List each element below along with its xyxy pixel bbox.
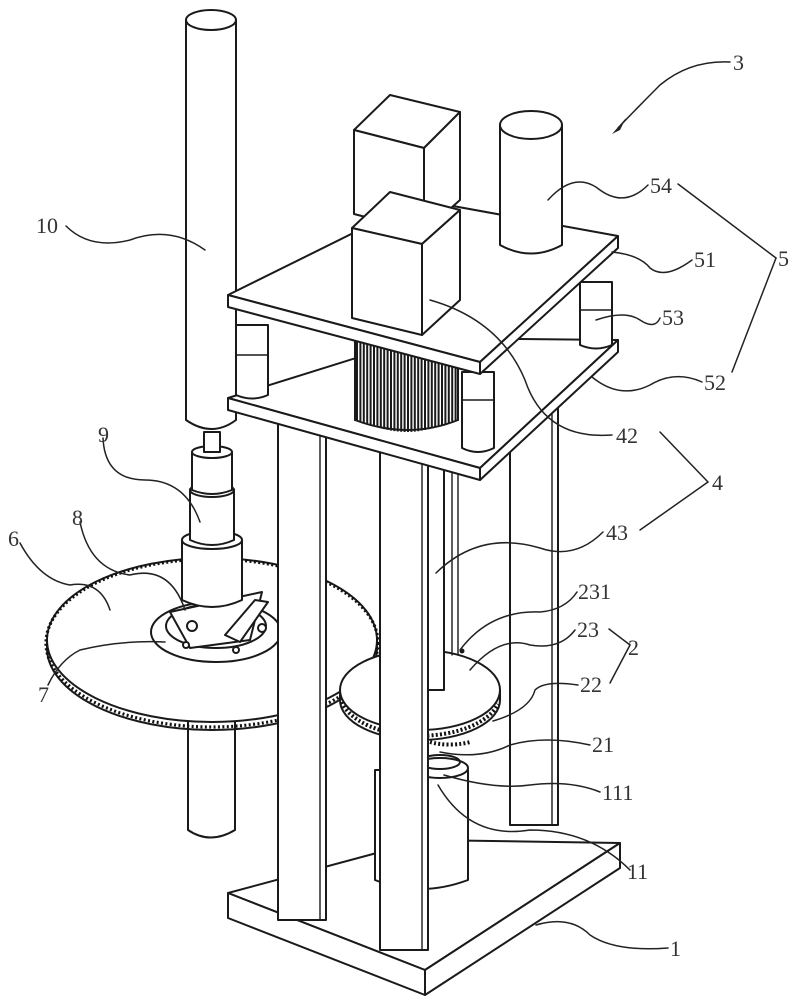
label-10: 10 — [36, 213, 58, 238]
label-4: 4 — [712, 470, 723, 495]
label-111: 111 — [602, 780, 633, 805]
label-22: 22 — [580, 672, 602, 697]
tank-body — [500, 125, 562, 254]
label-5: 5 — [778, 246, 789, 271]
bolt-hole — [233, 647, 239, 653]
leader-1 — [536, 922, 668, 949]
tank-top — [500, 111, 562, 139]
leader-52 — [592, 377, 702, 391]
label-52: 52 — [704, 370, 726, 395]
front-center-column — [380, 440, 428, 950]
label-231: 231 — [578, 579, 611, 604]
label-42: 42 — [616, 423, 638, 448]
label-54: 54 — [650, 173, 672, 198]
label-23: 23 — [577, 617, 599, 642]
sleeve-middle — [190, 490, 234, 545]
label-2: 2 — [628, 635, 639, 660]
leader-10 — [66, 226, 205, 250]
label-21: 21 — [592, 732, 614, 757]
label-43: 43 — [606, 520, 628, 545]
vertical-rod — [186, 10, 236, 429]
bolt-hole — [258, 624, 266, 632]
telescopic-sleeve — [182, 432, 242, 607]
sleeve-pin — [204, 432, 220, 452]
bolt-hole — [183, 642, 189, 648]
label-7: 7 — [38, 682, 49, 707]
label-51: 51 — [694, 247, 716, 272]
rod-body — [186, 20, 236, 429]
label-11: 11 — [627, 859, 648, 884]
rod-top — [186, 10, 236, 30]
upper-motor-box — [352, 192, 460, 335]
bracket-4-top — [660, 432, 708, 482]
label-3: 3 — [733, 50, 744, 75]
leader-51 — [612, 252, 692, 273]
spacer-column — [580, 282, 612, 349]
drive-pinion-21 — [430, 742, 470, 745]
label-1: 1 — [670, 936, 681, 961]
front-left-column-body — [278, 420, 326, 920]
drive-shaft — [428, 440, 458, 690]
bracket-5-bottom — [732, 258, 776, 372]
arrowhead-3 — [612, 118, 626, 134]
leader-9 — [103, 438, 200, 522]
sleeve-lower — [182, 540, 242, 607]
cylindrical-tank — [500, 111, 562, 254]
motor-box-front — [352, 228, 422, 335]
label-9: 9 — [98, 422, 109, 447]
bolt-hole — [187, 621, 197, 631]
rear-column — [510, 405, 558, 825]
front-left-column — [278, 420, 326, 920]
label-8: 8 — [72, 505, 83, 530]
label-6: 6 — [8, 526, 19, 551]
bracket-2-top — [609, 629, 630, 645]
bracket-4-bottom — [640, 482, 708, 530]
front-center-column-body — [380, 440, 428, 950]
spacer-column — [462, 372, 494, 452]
leader-3 — [618, 62, 730, 128]
bracket-2-bottom — [610, 645, 630, 683]
spacer-column — [236, 325, 268, 399]
drive-shaft-body — [428, 440, 444, 690]
label-53: 53 — [662, 305, 684, 330]
bracket-5-top — [678, 184, 776, 258]
rear-column-body — [510, 405, 558, 825]
